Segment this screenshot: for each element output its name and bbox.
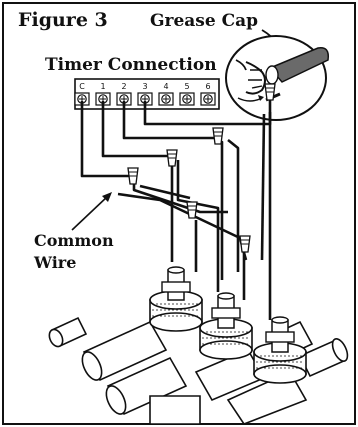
terminal-label: 5 <box>184 82 189 91</box>
terminal-label: 6 <box>205 82 210 91</box>
valve-3 <box>253 316 307 384</box>
terminal-1: 1 <box>95 82 111 106</box>
wire-nuts <box>127 83 276 253</box>
terminal-label: C <box>79 82 85 91</box>
terminal-label: 1 <box>100 82 105 91</box>
common-wire-label-line2: Wire <box>33 253 76 272</box>
terminal-label: 4 <box>163 82 168 91</box>
terminal-label: 2 <box>121 82 126 91</box>
common-wire-arrow <box>71 195 109 231</box>
common-wire <box>80 101 134 178</box>
wire-nut <box>264 83 276 101</box>
terminal-4: 4 <box>158 82 174 106</box>
wire-nut <box>127 167 139 185</box>
wire-nut <box>239 235 251 253</box>
wire-nut <box>186 201 198 219</box>
grease-cap-inset <box>225 35 330 121</box>
common-wire-arrowhead <box>102 192 112 202</box>
terminal-6: 6 <box>200 82 216 106</box>
wire-group <box>80 96 272 320</box>
wire-nut <box>212 127 224 145</box>
wire-terminal-3 <box>143 96 272 126</box>
terminal-2: 2 <box>116 82 132 106</box>
common-wire-label-line1: Common <box>34 231 114 250</box>
wire-terminal-1 <box>101 101 172 158</box>
wire-nut <box>166 149 178 167</box>
terminal-strip: C 1 2 3 4 5 6 <box>74 78 220 110</box>
wire-terminal-2 <box>122 101 218 140</box>
grease-cap-label: Grease Cap <box>150 11 258 31</box>
timer-connection-label: Timer Connection <box>45 55 217 75</box>
valve-1 <box>149 266 203 332</box>
figure-title: Figure 3 <box>18 9 108 31</box>
terminal-3: 3 <box>137 82 153 106</box>
terminal-5: 5 <box>179 82 195 106</box>
terminal-label: 3 <box>142 82 147 91</box>
valve-2 <box>199 292 253 360</box>
